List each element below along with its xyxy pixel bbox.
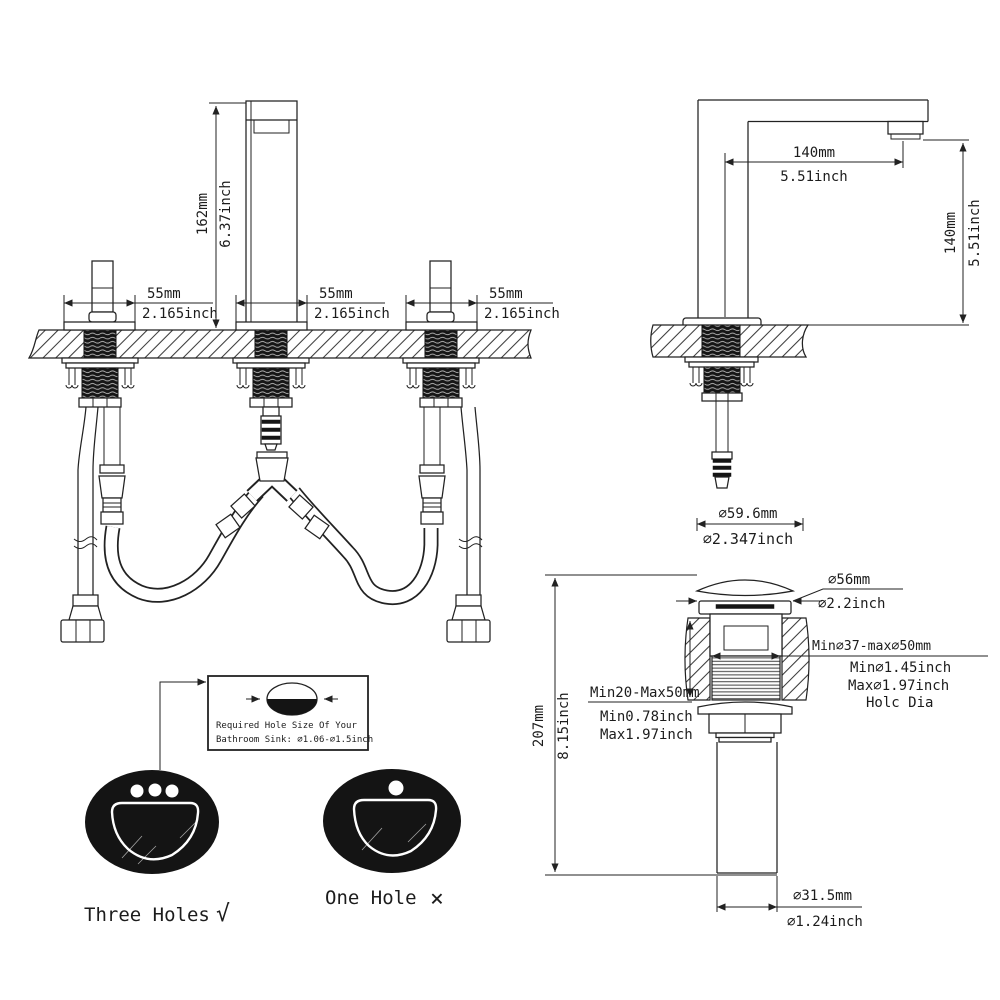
center-barb-connector	[260, 406, 282, 451]
left-mount	[61, 357, 139, 408]
popup-cap	[694, 579, 796, 615]
side-under-counter	[684, 356, 759, 489]
reach-mm: 140mm	[793, 145, 835, 161]
spout-front	[245, 100, 298, 322]
cap-mm: ∅59.6mm	[718, 506, 777, 522]
hole-in-min: Min∅1.45inch	[850, 660, 951, 676]
hole-mm: Min∅37-max∅50mm	[812, 639, 931, 654]
hole-caption: Holc Dia	[866, 695, 933, 711]
reach-in: 5.51inch	[780, 169, 847, 185]
right-base-plate	[405, 321, 478, 331]
left-supply-hose	[60, 406, 105, 643]
sink-guide: Required Hole Size Of Your Bathroom Sink…	[84, 675, 461, 927]
sink-hole	[130, 784, 144, 798]
left-shank-section	[83, 329, 117, 359]
flange-dimension: ∅56mm ∅2.2inch	[676, 572, 903, 612]
counter-side	[650, 324, 810, 358]
right-valve-outlet	[418, 407, 446, 525]
overflow-window	[723, 625, 769, 651]
drain-body	[709, 613, 783, 701]
drain-height-dimension: 207mm 8.15inch	[531, 574, 777, 876]
front-height-dimension: 162mm 6.37inch	[195, 102, 246, 329]
spacing-dimension-right: 55mm 2.165inch	[405, 286, 560, 322]
spacing-mm: 55mm	[319, 286, 353, 302]
right-handle-front	[426, 260, 455, 323]
side-height-mm: 140mm	[943, 212, 959, 254]
left-base-plate	[63, 321, 136, 331]
aerator	[890, 133, 921, 140]
cap-in: ∅2.347inch	[703, 530, 793, 548]
hole-in-max: Max∅1.97inch	[848, 678, 949, 694]
right-shank-section	[424, 329, 458, 359]
front-view: 162mm 6.37inch 55mm 2.165inch 55mm 2.165…	[27, 100, 560, 643]
three-hole-sink: Three Holes √	[84, 770, 230, 927]
hole-dimension: Min∅37-max∅50mm Min∅1.45inch Max∅1.97inc…	[711, 639, 988, 711]
pipe-in: ∅1.24inch	[787, 914, 863, 930]
deck-mm: Min20-Max50mm	[590, 685, 700, 701]
spacing-dimension-center: 55mm 2.165inch	[235, 286, 390, 322]
one-hole-label: One Hole	[325, 887, 417, 909]
callout-leader	[159, 681, 170, 770]
three-holes-label: Three Holes	[84, 904, 210, 926]
pipe-dimension: ∅31.5mm ∅1.24inch	[716, 876, 863, 930]
sink-hole	[388, 780, 404, 796]
center-shank-section	[254, 329, 288, 359]
front-height-mm: 162mm	[195, 193, 211, 235]
side-view: 140mm 5.51inch 140mm 5.51inch	[650, 99, 983, 489]
check-mark: √	[216, 901, 230, 927]
right-mount	[402, 357, 480, 408]
sink-hole	[165, 784, 179, 798]
spout-tip	[887, 120, 924, 135]
drain-height-mm: 207mm	[531, 705, 547, 747]
spacing-in: 2.165inch	[142, 306, 218, 322]
hole-shadow	[267, 699, 317, 715]
counter-front	[27, 329, 532, 359]
spacing-mm: 55mm	[489, 286, 523, 302]
side-shank-section	[701, 324, 741, 358]
spacing-dimension-left: 55mm 2.165inch	[63, 286, 218, 322]
front-height-in: 6.37inch	[218, 180, 234, 247]
spacing-in: 2.165inch	[314, 306, 390, 322]
flange-in: ∅2.2inch	[818, 596, 885, 612]
deck-thickness-dimension: Min20-Max50mm Min0.78inch Max1.97inch	[588, 620, 700, 743]
center-base-plate	[235, 321, 308, 331]
drain-height-in: 8.15inch	[556, 692, 572, 759]
drain-view: ∅59.6mm ∅2.347inch ∅56mm ∅2.2inch	[531, 506, 988, 930]
tailpipe	[716, 742, 778, 874]
one-hole-sink: One Hole ×	[323, 769, 461, 912]
basin-outline	[110, 801, 200, 861]
callout-line2: Bathroom Sink: ∅1.06-∅1.5inch	[216, 735, 373, 745]
side-height-in: 5.51inch	[967, 199, 983, 266]
faucet-profile	[682, 99, 929, 331]
sink-hole	[148, 783, 162, 797]
reach-dimension: 140mm 5.51inch	[724, 141, 904, 317]
pipe-mm: ∅31.5mm	[793, 888, 852, 904]
left-valve-outlet	[98, 407, 126, 525]
hole-size-callout: Required Hole Size Of Your Bathroom Sink…	[207, 675, 373, 751]
left-handle-front	[88, 260, 117, 323]
deck-in-min: Min0.78inch	[600, 709, 693, 725]
tee-connector	[246, 451, 298, 502]
callout-line1: Required Hole Size Of Your	[216, 721, 357, 731]
drain-threads	[711, 655, 781, 701]
right-supply-hose	[446, 406, 491, 643]
cap-dimension: ∅59.6mm ∅2.347inch	[696, 506, 804, 548]
spacing-in: 2.165inch	[484, 306, 560, 322]
mixer-hoses	[103, 451, 439, 606]
center-mount	[232, 357, 310, 408]
under-counter-mounts	[61, 357, 480, 408]
flange-mm: ∅56mm	[828, 572, 870, 588]
side-height-dimension: 140mm 5.51inch	[808, 139, 983, 326]
spacing-mm: 55mm	[147, 286, 181, 302]
locknut	[697, 701, 793, 743]
deck-in-max: Max1.97inch	[600, 727, 693, 743]
cross-mark: ×	[430, 886, 444, 912]
